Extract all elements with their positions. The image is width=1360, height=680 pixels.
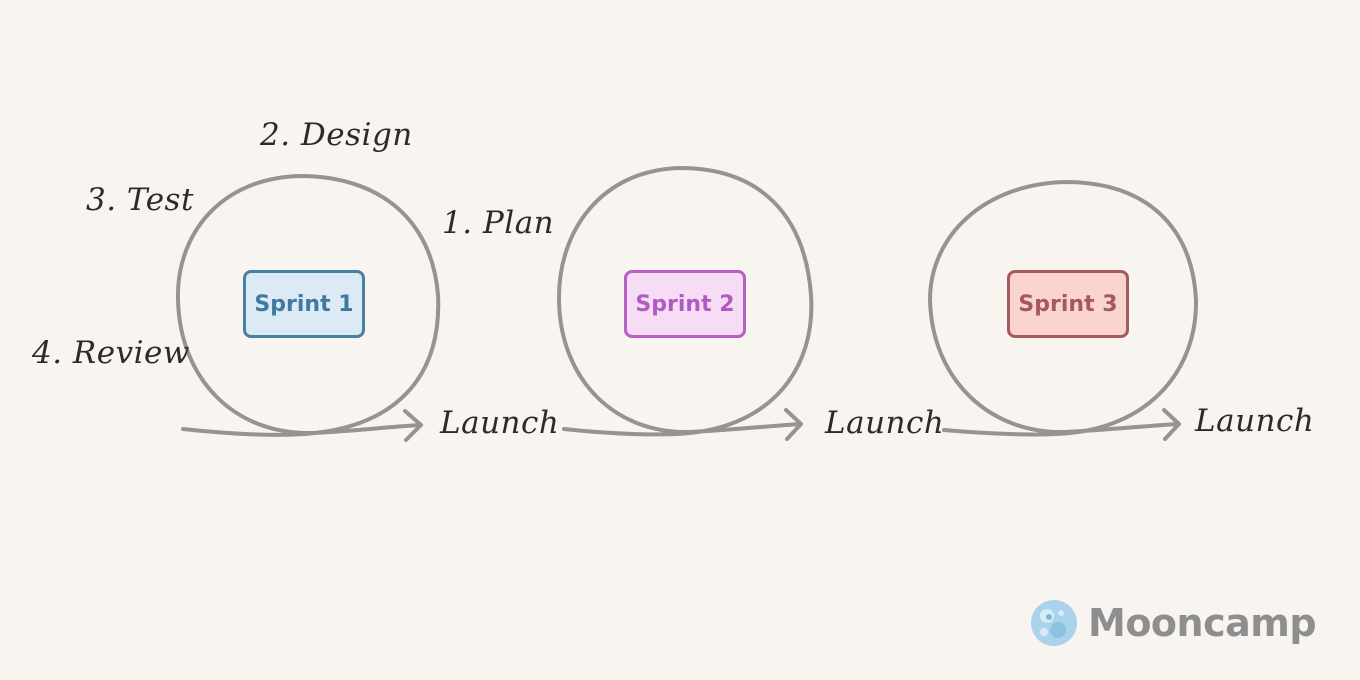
cycle-label-test: 3. Test (86, 182, 194, 218)
launch-label-1: Launch (440, 405, 560, 441)
sprint-1-loop (175, 174, 441, 442)
sprint-1-box: Sprint 1 (243, 270, 365, 338)
launch-label-3: Launch (1195, 403, 1315, 439)
cycle-label-plan: 1. Plan (442, 205, 555, 241)
moon-icon (1031, 600, 1077, 646)
sprint-2-box: Sprint 2 (624, 270, 746, 338)
sprint-3-box: Sprint 3 (1007, 270, 1129, 338)
brand-logo-lockup: Mooncamp (1030, 598, 1317, 648)
sprint-2-loop (556, 166, 814, 441)
sprint-3-loop (928, 180, 1199, 441)
cycle-label-review: 4. Review (32, 335, 190, 371)
brand-name: Mooncamp (1088, 601, 1317, 645)
cycle-label-design: 2. Design (260, 117, 413, 153)
launch-label-2: Launch (825, 405, 945, 441)
